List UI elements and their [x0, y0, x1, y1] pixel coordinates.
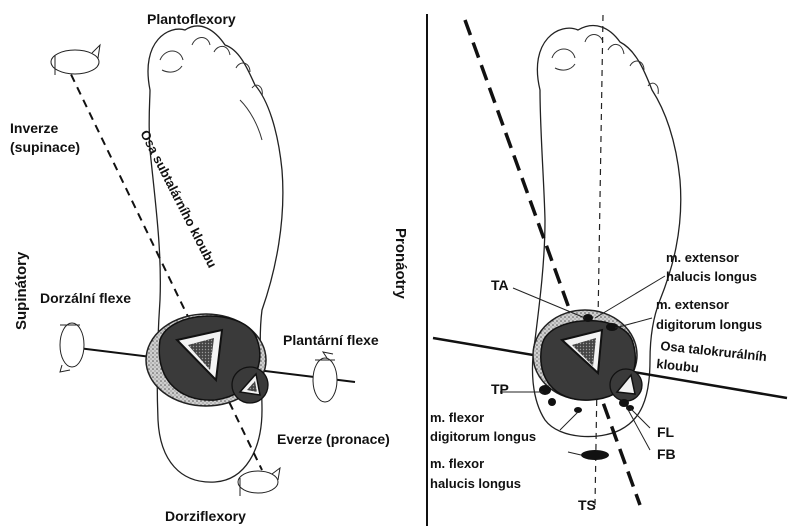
rotation-arrow-icon	[238, 468, 280, 496]
fl-label: FL	[657, 424, 675, 440]
ankle-cross-section-icon	[533, 310, 642, 460]
tp-label: TP	[491, 381, 509, 397]
edl-label-line1: m. extensor	[656, 297, 729, 312]
inversion-label-line2: (supinace)	[10, 139, 80, 155]
pronatory-label: Pronáotry	[392, 228, 409, 300]
subtalar-axis-line	[65, 62, 262, 470]
eversion-label: Everze (pronace)	[277, 431, 390, 447]
right-panel: Pronáotry TA m. extensor halucis longus …	[392, 15, 787, 513]
rotation-arrow-icon	[60, 323, 84, 372]
fdl-label-line1: m. flexor	[430, 410, 484, 425]
supinatory-label: Supinátory	[13, 251, 30, 330]
left-toe-outlines	[160, 38, 262, 141]
fhl-label-line1: m. flexor	[430, 456, 484, 471]
plantoflexory-label: Plantoflexory	[147, 11, 236, 27]
fb-label: FB	[657, 446, 676, 462]
edl-label-line2: digitorum longus	[656, 317, 762, 332]
ta-label: TA	[491, 277, 509, 293]
dorziflexory-label: Dorziflexory	[165, 508, 246, 524]
subtalar-axis-label: Osa subtalárního kloubu	[137, 128, 220, 271]
left-panel: Plantoflexory Dorziflexory Supinátory In…	[10, 11, 390, 524]
right-toe-outlines	[552, 35, 658, 95]
inversion-label-line1: Inverze	[10, 120, 58, 136]
ehl-label-line2: halucis longus	[666, 269, 757, 284]
talocrural-axis-label-line2: kloubu	[656, 356, 700, 375]
fhl-label-line2: halucis longus	[430, 476, 521, 491]
ts-label: TS	[578, 497, 596, 513]
ehl-label-line1: m. extensor	[666, 250, 739, 265]
dorsal-flexion-label: Dorzální flexe	[40, 290, 131, 306]
fdl-label-line2: digitorum longus	[430, 429, 536, 444]
ankle-cross-section-icon	[146, 314, 268, 406]
rotation-arrow-icon	[313, 352, 337, 402]
right-vertical-dashed-line	[595, 15, 603, 505]
plantar-flexion-label: Plantární flexe	[283, 332, 379, 348]
rotation-arrow-icon	[51, 45, 100, 75]
